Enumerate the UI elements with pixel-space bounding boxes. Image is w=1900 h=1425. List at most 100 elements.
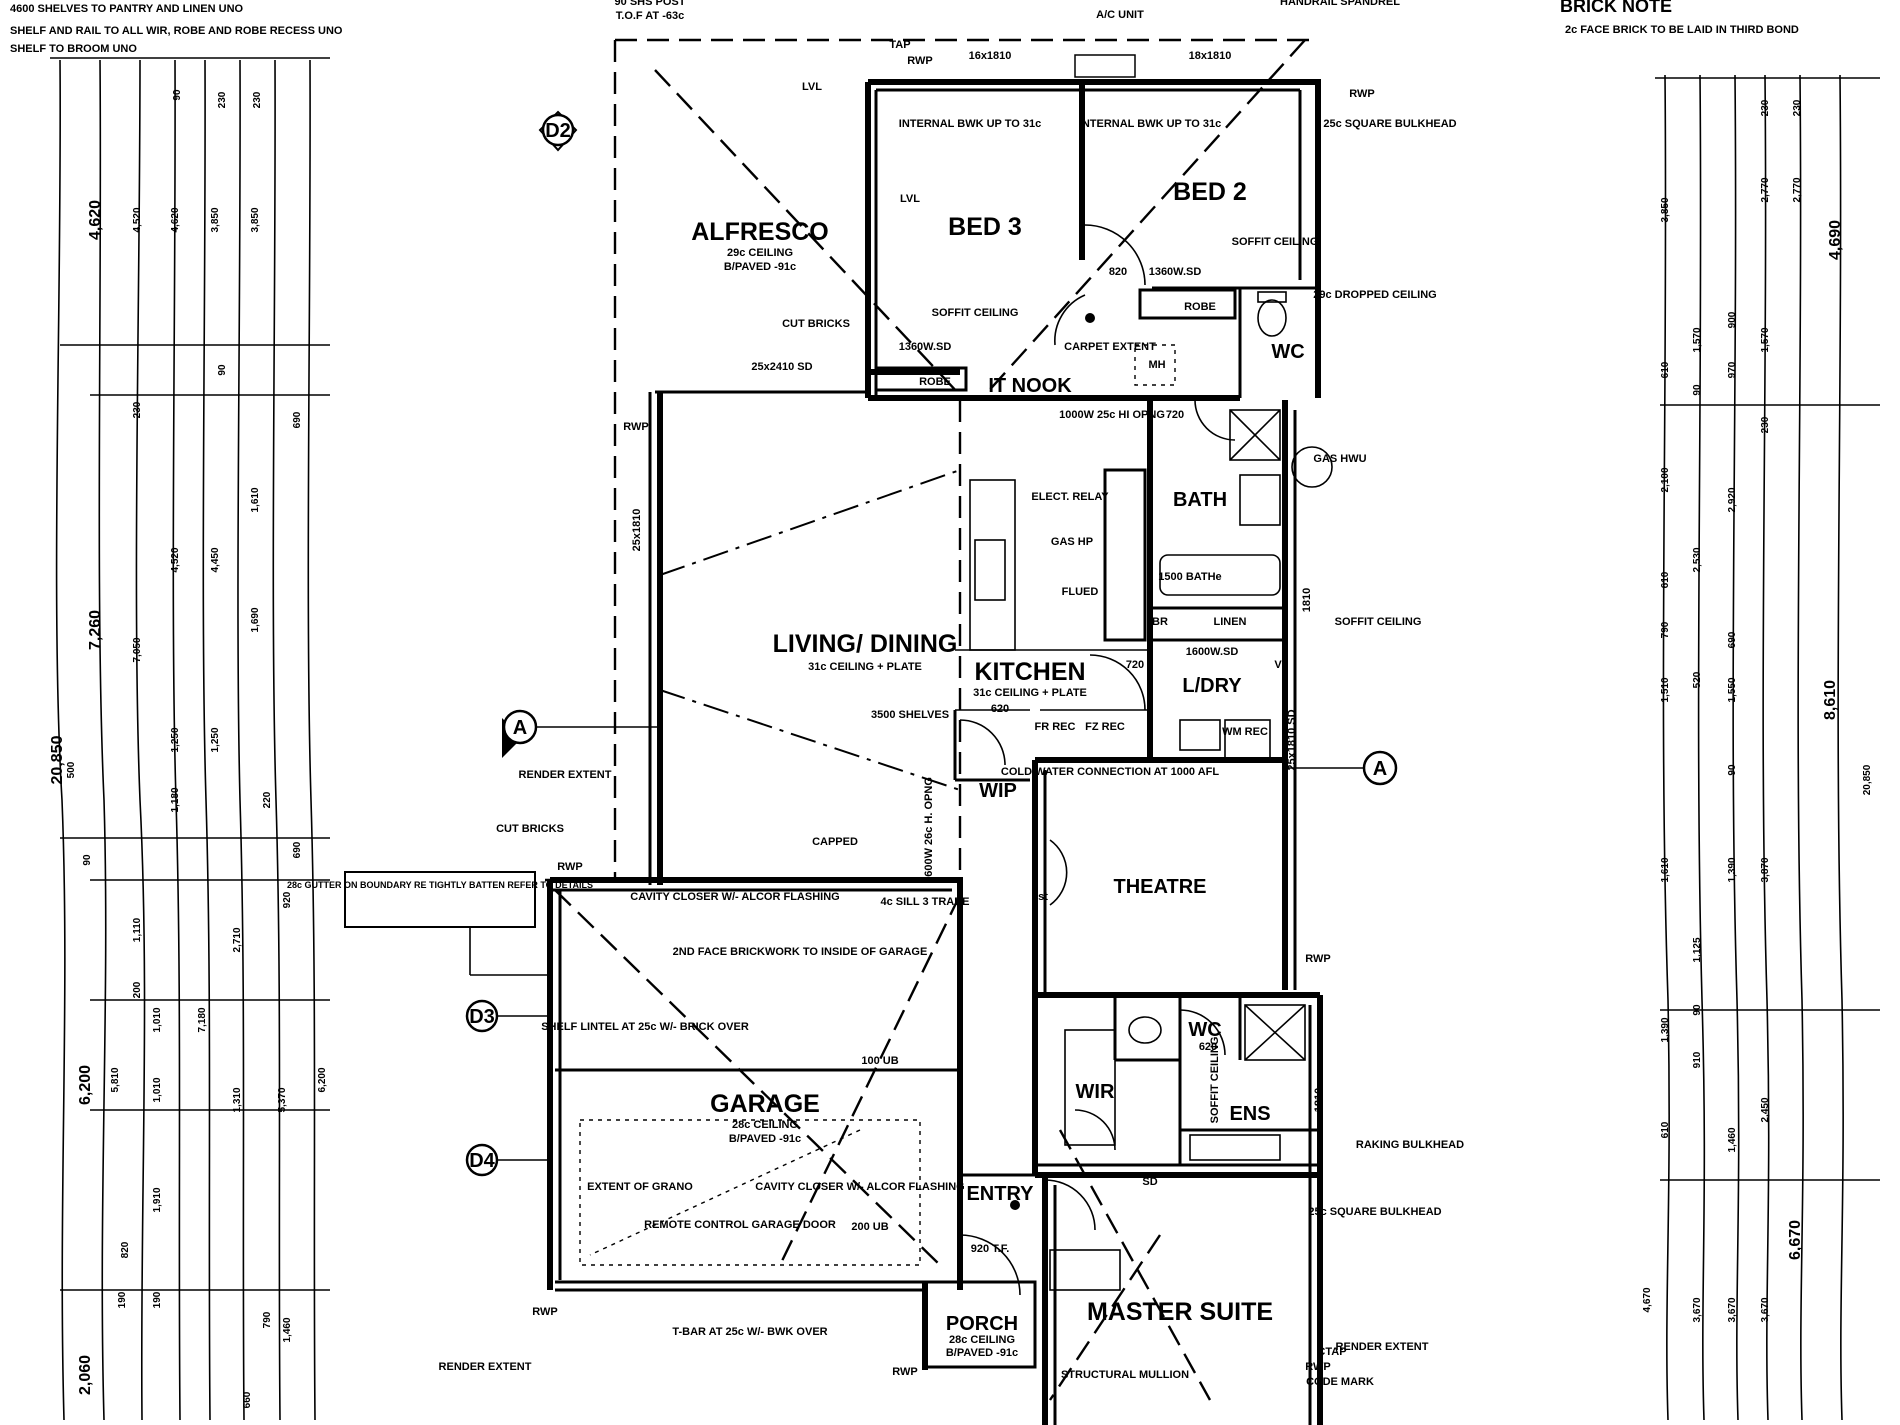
svg-text:BR: BR [1152,616,1168,628]
room-bed2: BED 2 [1173,178,1247,206]
room-garage: GARAGE [710,1090,820,1118]
rdim-8610: 8,610 [1822,680,1839,720]
dim-6200: 6,200 [77,1065,94,1105]
room-laundry: L/DRY [1182,675,1242,697]
svg-text:28c CEILING: 28c CEILING [949,1334,1015,1346]
rdim-2770: 2,770 [1760,177,1771,202]
svg-text:B/PAVED -91c: B/PAVED -91c [946,1347,1018,1359]
svg-text:WM REC: WM REC [1222,726,1268,738]
left-dimension-strings [50,57,330,1421]
dim-200: 200 [132,981,143,998]
dim-7050: 7,050 [132,637,143,662]
dim-790: 790 [262,1311,273,1328]
note-shelves: 4600 SHELVES TO PANTRY AND LINEN UNO [10,3,244,15]
room-bed3: BED 3 [948,213,1022,241]
dim-690b: 690 [292,841,303,858]
rdim-2530: 2,530 [1692,547,1703,572]
walls [547,79,1323,1425]
dim-190: 190 [117,1291,128,1308]
svg-text:B/PAVED -91c: B/PAVED -91c [724,261,796,273]
svg-text:25c SQUARE BULKHEAD: 25c SQUARE BULKHEAD [1323,118,1456,130]
toilet-upper [1257,299,1287,337]
room-it-nook: IT NOOK [988,375,1072,397]
svg-text:18x1810: 18x1810 [1189,50,1232,62]
rdim-610: 610 [1660,361,1671,378]
dim-230b: 230 [252,91,263,108]
svg-text:620: 620 [991,703,1009,715]
svg-text:FR REC: FR REC [1035,721,1076,733]
svg-text:RWP: RWP [1305,1361,1330,1373]
svg-text:920 T.F.: 920 T.F. [971,1243,1010,1255]
svg-text:SOFFIT CEILING: SOFFIT CEILING [1335,616,1422,628]
rdim-230b: 230 [1792,99,1803,116]
marker-d2 [541,113,575,147]
svg-text:HANDRAIL SPANDREL: HANDRAIL SPANDREL [1280,0,1400,8]
dim-4450: 4,450 [210,547,221,572]
svg-text:1810: 1810 [1301,588,1313,612]
svg-text:CAVITY CLOSER W/- ALCOR FLASHI: CAVITY CLOSER W/- ALCOR FLASHING [630,891,839,903]
dim-1310: 1,310 [232,1087,243,1112]
rdim-3670b: 3,670 [1727,1297,1738,1322]
rdim-2100: 2,100 [1660,467,1671,492]
bath-tub [1159,554,1281,596]
svg-text:STRUCTURAL MULLION: STRUCTURAL MULLION [1061,1369,1189,1381]
svg-text:INTERNAL BWK UP TO 31c: INTERNAL BWK UP TO 31c [1079,118,1221,130]
svg-text:620: 620 [1199,1041,1217,1053]
svg-text:25x2410 SD: 25x2410 SD [751,361,812,373]
dim-90c: 90 [82,854,93,866]
svg-text:820: 820 [1109,266,1127,278]
svg-text:1000W 25c HI OPNG: 1000W 25c HI OPNG [1059,409,1165,421]
svg-text:LINEN: LINEN [1214,616,1247,628]
dim-1180: 1,180 [170,787,181,812]
svg-text:SOFFIT CEILING: SOFFIT CEILING [1232,236,1319,248]
rdim-1390: 1,390 [1727,857,1738,882]
dim-5810: 5,810 [110,1067,121,1092]
svg-text:RENDER EXTENT: RENDER EXTENT [1336,1341,1429,1353]
dim-920: 920 [282,891,293,908]
room-labels: ALFRESCO 29c CEILING B/PAVED -91c BED 3 … [691,178,1304,1359]
svg-text:B/PAVED -91c: B/PAVED -91c [729,1133,801,1145]
dim-7180: 7,180 [197,1007,208,1032]
svg-text:LVL: LVL [802,81,822,93]
svg-text:GAS HWU: GAS HWU [1313,453,1366,465]
rdim-910: 910 [1692,1051,1703,1068]
svg-text:1st: 1st [1032,891,1048,903]
svg-text:720: 720 [1126,659,1144,671]
rdim-2770b: 2,770 [1792,177,1803,202]
dim-3850: 3,850 [210,207,221,232]
dim-230c: 230 [132,401,143,418]
svg-text:TAP: TAP [889,39,910,51]
svg-text:ROBE: ROBE [1184,301,1216,313]
dim-690: 690 [292,411,303,428]
svg-text:CARPET EXTENT: CARPET EXTENT [1064,341,1156,353]
svg-text:GAS HP: GAS HP [1051,536,1093,548]
rdim-4690: 4,690 [1827,220,1844,260]
dim-2710: 2,710 [232,927,243,952]
svg-text:A/C UNIT: A/C UNIT [1096,9,1144,21]
svg-text:1600W 26c H. OPNG: 1600W 26c H. OPNG [923,777,935,883]
svg-text:T-BAR AT 25c W/- BWK OVER: T-BAR AT 25c W/- BWK OVER [672,1326,827,1338]
brick-note-title: BRICK NOTE [1560,0,1672,16]
rdim-3850: 3,850 [1660,197,1671,222]
dim-1610: 1,610 [250,487,261,512]
room-master-suite: MASTER SUITE [1087,1298,1273,1326]
svg-text:200 UB: 200 UB [851,1221,888,1233]
svg-text:SHELF LINTEL AT 25c W/- BRICK: SHELF LINTEL AT 25c W/- BRICK OVER [541,1021,749,1033]
room-bath: BATH [1173,489,1227,511]
svg-text:16x1810: 16x1810 [969,50,1012,62]
rdim-900: 900 [1727,311,1738,328]
marker-a-left-label: A [513,717,527,739]
rdim-230: 230 [1760,99,1771,116]
rdim-610c: 610 [1660,1121,1671,1138]
dim-1910: 1,910 [152,1187,163,1212]
room-living-dining: LIVING/ DINING [773,630,958,658]
dim-820: 820 [120,1241,131,1258]
marker-a-right-label: A [1373,758,1387,780]
rdim-1510: 1,510 [1660,677,1671,702]
svg-text:RAKING BULKHEAD: RAKING BULKHEAD [1356,1139,1464,1151]
room-wc-lower: WC [1188,1019,1221,1041]
toilet-lower [1128,1016,1162,1044]
fixtures [974,291,1333,1291]
svg-text:1500 BATHe: 1500 BATHe [1158,571,1221,583]
